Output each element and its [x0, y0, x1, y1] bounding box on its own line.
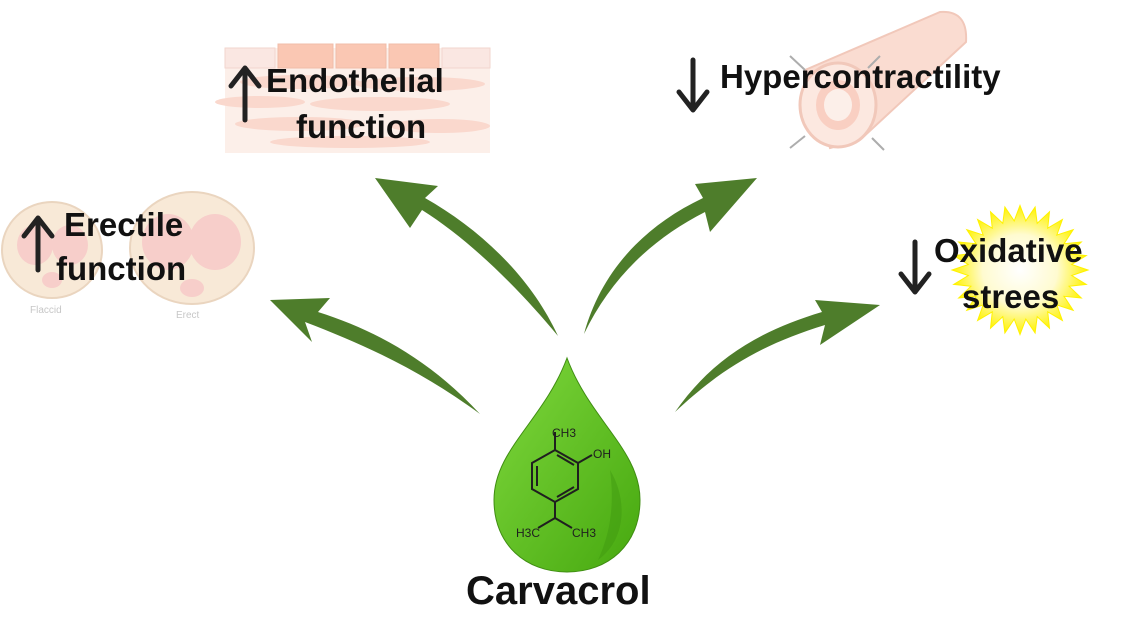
- erect-label: Erect: [176, 310, 200, 321]
- endothelial-label-line1: Endothelial: [266, 62, 444, 99]
- arrow-to-endothelial: [375, 178, 558, 336]
- arrow-to-erectile: [270, 298, 480, 414]
- isopropyl-right-label: CH3: [572, 526, 596, 540]
- hydroxyl-label: OH: [593, 447, 611, 461]
- oxidative-label-line1: Oxidative: [934, 232, 1083, 269]
- arrow-to-oxidative: [675, 300, 880, 412]
- penis-cross-section-image: Flaccid Erect: [1, 191, 255, 321]
- arrow-down-icon: [676, 57, 710, 113]
- carvacrol-title: Carvacrol: [466, 569, 651, 613]
- endothelium-tissue-image: [215, 43, 491, 153]
- molecule-structure: [531, 432, 593, 529]
- arrow-to-hypercontractility: [584, 178, 757, 334]
- hypercontractility-label: Hypercontractility: [720, 58, 1001, 95]
- arrow-up-icon: [21, 215, 55, 273]
- endothelial-label-line2: function: [296, 108, 427, 145]
- drop-shape: [493, 356, 641, 573]
- oxidative-label-line2: strees: [962, 278, 1060, 315]
- burst-star-image: [950, 203, 1090, 337]
- blood-vessel-image: [789, 10, 968, 151]
- carvacrol-drop: CH3 OH H3C CH3: [493, 356, 641, 573]
- isopropyl-left-label: H3C: [516, 526, 540, 540]
- erectile-label-line1: Erectile: [64, 206, 184, 243]
- effect-arrows: [270, 178, 880, 414]
- flaccid-label: Flaccid: [30, 305, 62, 316]
- methyl-label: CH3: [552, 426, 576, 440]
- arrow-up-icon: [228, 65, 262, 123]
- erectile-label-line2: function: [56, 250, 187, 287]
- arrow-down-icon: [898, 239, 932, 295]
